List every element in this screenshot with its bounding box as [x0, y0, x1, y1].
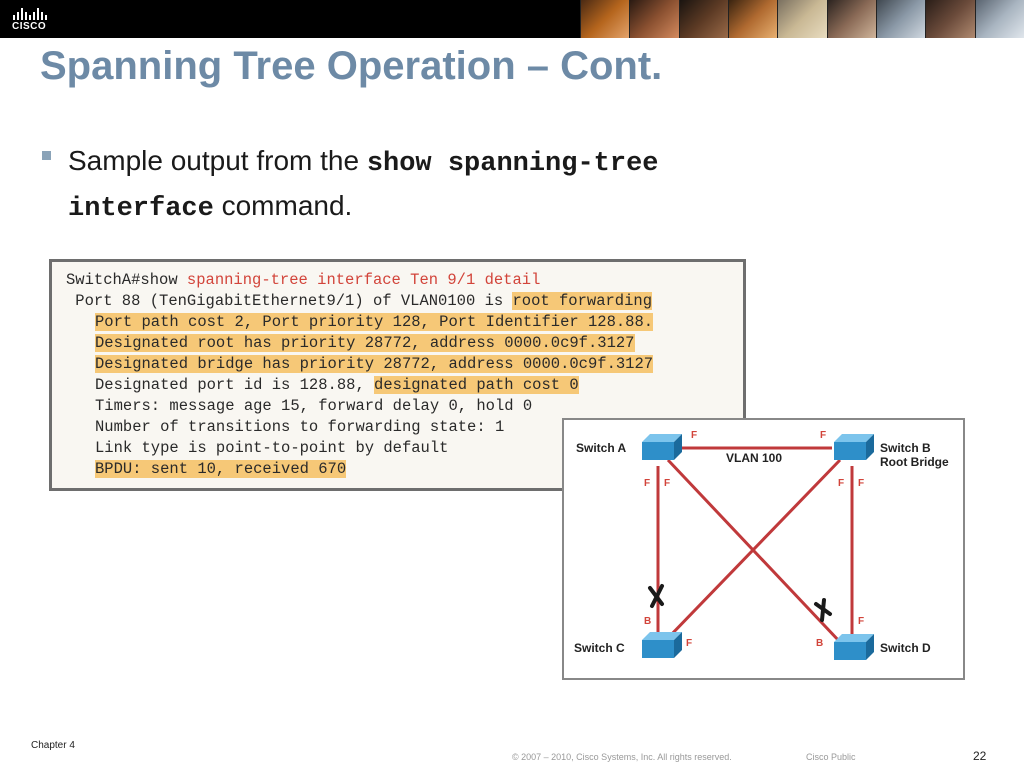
- port-label-b: B: [644, 616, 652, 627]
- port-label-f: F: [838, 478, 845, 489]
- port-label-f: F: [858, 478, 865, 489]
- page-number: 22: [973, 749, 987, 763]
- topology-svg: [642, 434, 874, 660]
- console-line: Designated root has priority 28772, addr…: [95, 333, 635, 353]
- photo-strip: [580, 0, 1024, 38]
- footer-chapter: Chapter 4: [31, 740, 75, 751]
- console-text: Number of transitions to forwarding stat…: [95, 418, 505, 436]
- blocked-port-d-icon: [814, 598, 832, 622]
- photo-tile: [826, 0, 876, 38]
- bullet-text: Sample output from the show spanning-tre…: [68, 140, 822, 230]
- switch-b-label: Switch B: [880, 441, 931, 455]
- switch-a-label: Switch A: [576, 441, 627, 455]
- bullet-marker: [42, 151, 51, 160]
- switch-d-icon: [834, 634, 874, 660]
- highlighted-text: designated path cost 0: [374, 376, 579, 394]
- photo-tile: [974, 0, 1024, 38]
- photo-tile: [727, 0, 778, 38]
- console-line: Designated bridge has priority 28772, ad…: [95, 354, 654, 374]
- console-output: SwitchA#show spanning-tree interface Ten…: [49, 259, 746, 491]
- blocked-port-c-icon: [648, 584, 664, 608]
- console-command: spanning-tree interface Ten 9/1 detail: [186, 271, 541, 289]
- switch-b-role-label: Root Bridge: [880, 455, 949, 469]
- console-text: Timers: message age 15, forward delay 0,…: [95, 397, 533, 415]
- topology-diagram: Switch A Switch B Root Bridge Switch C S…: [562, 418, 965, 680]
- highlighted-text: Designated bridge has priority 28772, ad…: [95, 355, 654, 373]
- console-line: SwitchA#show spanning-tree interface Ten…: [66, 270, 540, 290]
- console-text: Designated port id is 128.88,: [95, 376, 375, 394]
- port-label-f: F: [858, 616, 865, 627]
- bullet-suffix: command.: [213, 190, 353, 221]
- highlighted-text: Designated root has priority 28772, addr…: [95, 334, 635, 352]
- switch-d-label: Switch D: [880, 641, 931, 655]
- port-label-b: B: [816, 638, 824, 649]
- console-line: Timers: message age 15, forward delay 0,…: [95, 396, 532, 416]
- link-b-c: [666, 458, 842, 640]
- command-part2: interface: [68, 194, 214, 224]
- console-text: Port 88 (TenGigabitEthernet9/1) of VLAN0…: [66, 292, 513, 310]
- photo-tile: [678, 0, 728, 38]
- port-label-f: F: [691, 430, 698, 441]
- port-label-f: F: [820, 430, 827, 441]
- cisco-logo-text: CISCO: [12, 21, 47, 32]
- console-prompt: SwitchA#show: [66, 271, 187, 289]
- page-title: Spanning Tree Operation – Cont.: [40, 44, 663, 88]
- footer-copyright: © 2007 – 2010, Cisco Systems, Inc. All r…: [512, 752, 732, 762]
- cisco-logo: CISCO: [0, 0, 62, 38]
- switch-c-label: Switch C: [574, 641, 625, 655]
- console-line: Link type is point-to-point by default: [95, 438, 448, 458]
- photo-tile: [580, 0, 630, 38]
- photo-tile: [777, 0, 827, 38]
- highlighted-text: BPDU: sent 10, received 670: [95, 460, 347, 478]
- console-line: Port path cost 2, Port priority 128, Por…: [95, 312, 654, 332]
- command-part1: show spanning-tree: [366, 149, 659, 179]
- cisco-bars-icon: [13, 8, 47, 20]
- vlan-label: VLAN 100: [726, 451, 783, 465]
- footer-classification: Cisco Public: [806, 752, 856, 762]
- photo-tile: [925, 0, 975, 38]
- port-label-f: F: [664, 478, 671, 489]
- switch-c-icon: [642, 632, 682, 658]
- top-banner: CISCO: [0, 0, 1024, 38]
- bullet-prefix: Sample output from the: [68, 145, 367, 176]
- console-text: Link type is point-to-point by default: [95, 439, 449, 457]
- switch-a-icon: [642, 434, 682, 460]
- switch-b-icon: [834, 434, 874, 460]
- bullet-point: Sample output from the show spanning-tre…: [42, 140, 822, 230]
- console-line: Port 88 (TenGigabitEthernet9/1) of VLAN0…: [66, 291, 653, 311]
- port-label-f: F: [686, 638, 693, 649]
- port-label-f: F: [644, 478, 651, 489]
- console-line: Designated port id is 128.88, designated…: [95, 375, 579, 395]
- photo-tile: [875, 0, 926, 38]
- photo-tile: [629, 0, 679, 38]
- console-line: BPDU: sent 10, received 670: [95, 459, 347, 479]
- highlighted-text: root forwarding: [512, 292, 653, 310]
- highlighted-text: Port path cost 2, Port priority 128, Por…: [95, 313, 654, 331]
- console-line: Number of transitions to forwarding stat…: [95, 417, 504, 437]
